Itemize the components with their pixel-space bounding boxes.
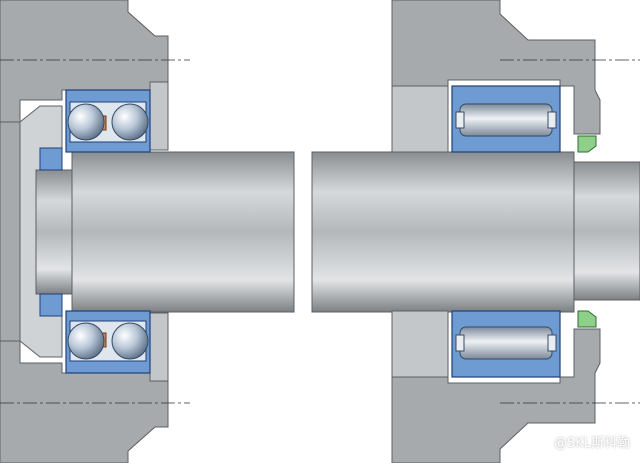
right-bearing-bottom-roller <box>459 326 553 360</box>
right-bearing-bottom-cage-right <box>547 334 557 352</box>
left-bearing-bottom-ball-2 <box>111 322 149 360</box>
left-housing-cover <box>0 121 21 342</box>
shaft-right-body <box>311 151 575 313</box>
left-bearing-top-ball-2 <box>111 103 149 141</box>
locknut-top <box>39 147 63 171</box>
right-housing-bottom <box>391 328 601 463</box>
left-bearing-top <box>65 89 151 153</box>
right-bearing-bottom-cage-left <box>455 334 465 352</box>
shaft-right-end <box>573 161 640 301</box>
right-housing-bore-top <box>391 85 449 153</box>
right-bearing-top-cage-right <box>547 111 557 129</box>
left-bearing-top-ball-1 <box>67 103 105 141</box>
right-housing-top <box>391 0 601 135</box>
right-housing-bore-bottom <box>391 310 449 378</box>
left-spacer-top <box>149 81 169 151</box>
shaft-right <box>311 151 640 313</box>
shaft-left-end <box>35 169 73 295</box>
left-bearing-bottom-ball-1 <box>67 322 105 360</box>
v-ring-seal-bottom <box>577 310 597 328</box>
locknut-bottom <box>39 293 63 317</box>
right-housing <box>391 0 601 463</box>
left-bearing-bottom <box>65 310 151 374</box>
right-bearing-top-cage-left <box>455 111 465 129</box>
centerlines <box>0 59 640 404</box>
right-bearing-top <box>451 85 561 153</box>
right-bearing-top-roller <box>459 103 553 137</box>
shaft-left <box>35 147 295 317</box>
right-bearing-bottom <box>451 310 561 378</box>
watermark: @SKL斯科勒 <box>553 436 630 451</box>
left-housing <box>0 0 169 463</box>
left-spacer-bottom <box>149 312 169 382</box>
shaft-left-body <box>71 151 295 313</box>
v-ring-seal-top <box>577 135 597 153</box>
